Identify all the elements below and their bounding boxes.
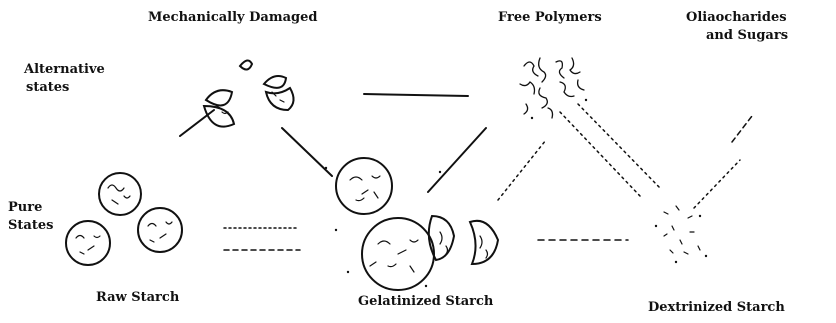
connector-raw-to-damaged — [180, 110, 214, 136]
gelatinized-granules — [336, 158, 498, 290]
dextrin-fragment-cluster — [664, 206, 700, 254]
connector-gelatinized-to-polymers — [428, 128, 486, 192]
dashed-connector-sugars — [732, 116, 752, 142]
raw-starch-granules — [66, 173, 182, 265]
scatter-dots — [325, 99, 707, 287]
damaged-granules — [204, 60, 294, 126]
connector-damaged-to-polymers — [364, 94, 468, 96]
connector-damaged-to-gelatinized — [282, 128, 332, 176]
free-polymer-cluster — [520, 58, 584, 118]
dotted-connector-polymers-dextrin-2 — [578, 104, 660, 188]
dotted-connector-gelatinized-polymers — [498, 140, 546, 200]
dotted-connector-dextrin-sugars — [694, 160, 740, 208]
dotted-connector-polymers-dextrin-1 — [560, 112, 640, 196]
